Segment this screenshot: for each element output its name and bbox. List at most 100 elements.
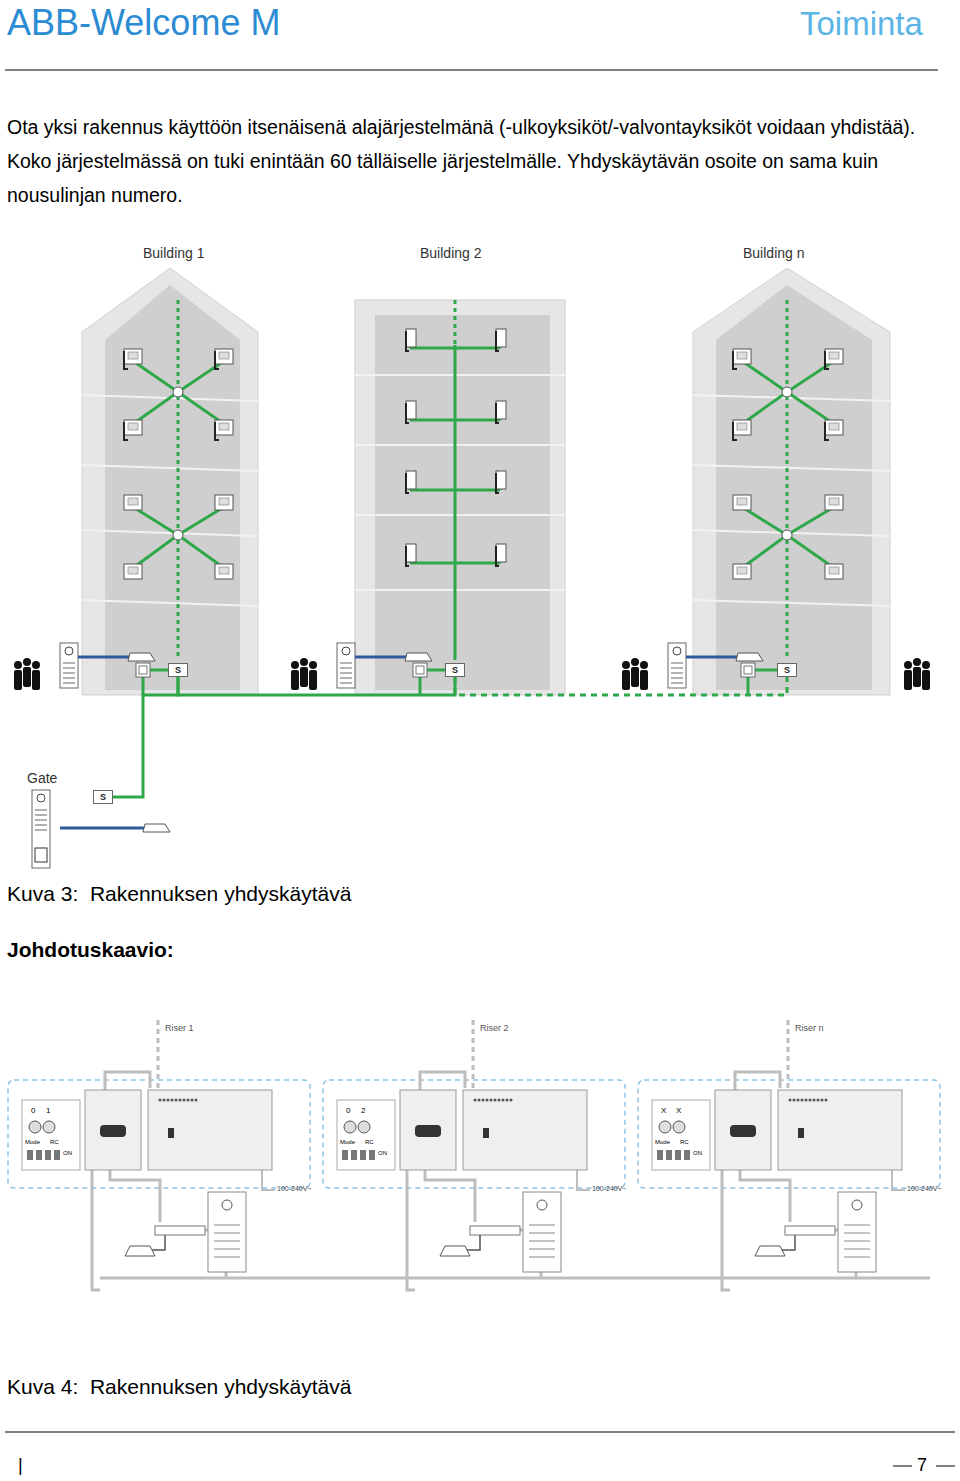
person-body xyxy=(300,667,308,687)
building-outline xyxy=(693,268,890,695)
floor-line xyxy=(355,444,565,446)
terminal xyxy=(482,1099,485,1102)
bus-line xyxy=(133,392,178,424)
wire xyxy=(420,1072,465,1090)
node-text: S xyxy=(452,666,458,675)
monitor-screen xyxy=(737,423,747,430)
keypad xyxy=(35,848,47,862)
building xyxy=(82,268,258,695)
power-module xyxy=(778,1090,902,1170)
dip-switch xyxy=(369,1150,375,1160)
node-text: S xyxy=(175,666,181,675)
video-line xyxy=(686,656,738,659)
building-outline xyxy=(355,300,565,695)
button-row xyxy=(671,663,683,664)
building-name: Building n xyxy=(743,245,805,261)
rotary-switch xyxy=(659,1121,671,1133)
camera-lens xyxy=(342,647,350,655)
body-text: Ota yksi rakennus käyttöön itsenäisenä a… xyxy=(7,110,947,212)
person-head xyxy=(300,658,308,666)
building-front xyxy=(105,285,240,690)
address-panel xyxy=(22,1100,80,1170)
wire xyxy=(780,1235,795,1250)
button-row xyxy=(214,1257,240,1258)
terminal xyxy=(490,1099,493,1102)
handset-body xyxy=(406,471,416,489)
bus-line xyxy=(787,535,834,568)
terminal xyxy=(809,1099,812,1102)
mains-wire xyxy=(892,1170,905,1190)
wire xyxy=(225,1272,228,1278)
button-row xyxy=(63,668,75,669)
button-row xyxy=(214,1233,240,1234)
button-row xyxy=(529,1225,555,1226)
gateway-box xyxy=(413,663,427,677)
panel-body xyxy=(668,643,686,688)
terminal xyxy=(502,1099,505,1102)
bus-line xyxy=(787,361,834,392)
indoor-monitor xyxy=(124,420,142,440)
node-text: S xyxy=(784,666,790,675)
indoor-monitor xyxy=(215,495,233,510)
figure-caption: Kuva 3: Rakennuksen yhdyskäytävä xyxy=(7,882,351,906)
outdoor-station xyxy=(32,790,50,868)
monitor-device xyxy=(755,1246,785,1256)
indoor-handset xyxy=(406,329,416,351)
building xyxy=(693,268,890,695)
handset xyxy=(406,473,409,493)
button-row xyxy=(844,1241,870,1242)
terminal xyxy=(825,1099,828,1102)
terminal xyxy=(163,1099,166,1102)
people-icon xyxy=(622,658,648,690)
address-digit: X xyxy=(676,1106,681,1115)
gateway-connector xyxy=(100,1125,126,1137)
handset-body xyxy=(496,544,506,562)
bus-line xyxy=(742,507,787,535)
terminal xyxy=(175,1099,178,1102)
button-row xyxy=(529,1233,555,1234)
bus-line xyxy=(742,535,787,568)
terminal xyxy=(506,1099,509,1102)
building-front xyxy=(716,285,872,690)
monitor-device xyxy=(736,653,763,661)
terminal xyxy=(474,1099,477,1102)
bus-connector xyxy=(178,677,455,695)
dip-switch xyxy=(675,1150,681,1160)
outdoor-station xyxy=(668,643,686,688)
distributor xyxy=(173,387,183,397)
terminal xyxy=(195,1099,198,1102)
bus-line xyxy=(787,507,834,535)
voltage-label: 100-240V~ xyxy=(592,1185,626,1193)
gateway-box xyxy=(741,663,755,677)
person-head xyxy=(291,661,299,669)
handset-body xyxy=(496,471,506,489)
indoor-monitor xyxy=(124,495,142,510)
outdoor-station xyxy=(60,643,78,688)
monitor-screen xyxy=(737,567,747,574)
button-row xyxy=(35,830,47,831)
button-row xyxy=(35,825,47,826)
person-head xyxy=(904,661,912,669)
switch-label: RC xyxy=(680,1139,689,1146)
building-outline xyxy=(82,268,258,695)
bus-line xyxy=(787,392,834,424)
bus-line xyxy=(142,677,145,695)
indoor-monitor xyxy=(124,349,142,369)
bus-line xyxy=(133,507,178,535)
terminal xyxy=(486,1099,489,1102)
terminal xyxy=(179,1099,182,1102)
switch-label: Mode xyxy=(655,1139,670,1146)
wire xyxy=(110,1170,160,1222)
monitor-screen xyxy=(219,498,229,505)
footer-dash xyxy=(893,1466,912,1467)
button-row xyxy=(63,683,75,684)
monitor-body xyxy=(733,564,751,579)
handset xyxy=(406,331,409,351)
handset xyxy=(496,473,499,493)
gateway-icon xyxy=(416,666,424,674)
monitor-screen xyxy=(128,423,138,430)
floor-line xyxy=(693,600,890,606)
terminal xyxy=(813,1099,816,1102)
indoor-handset xyxy=(496,401,506,423)
dip-switch xyxy=(360,1150,366,1160)
